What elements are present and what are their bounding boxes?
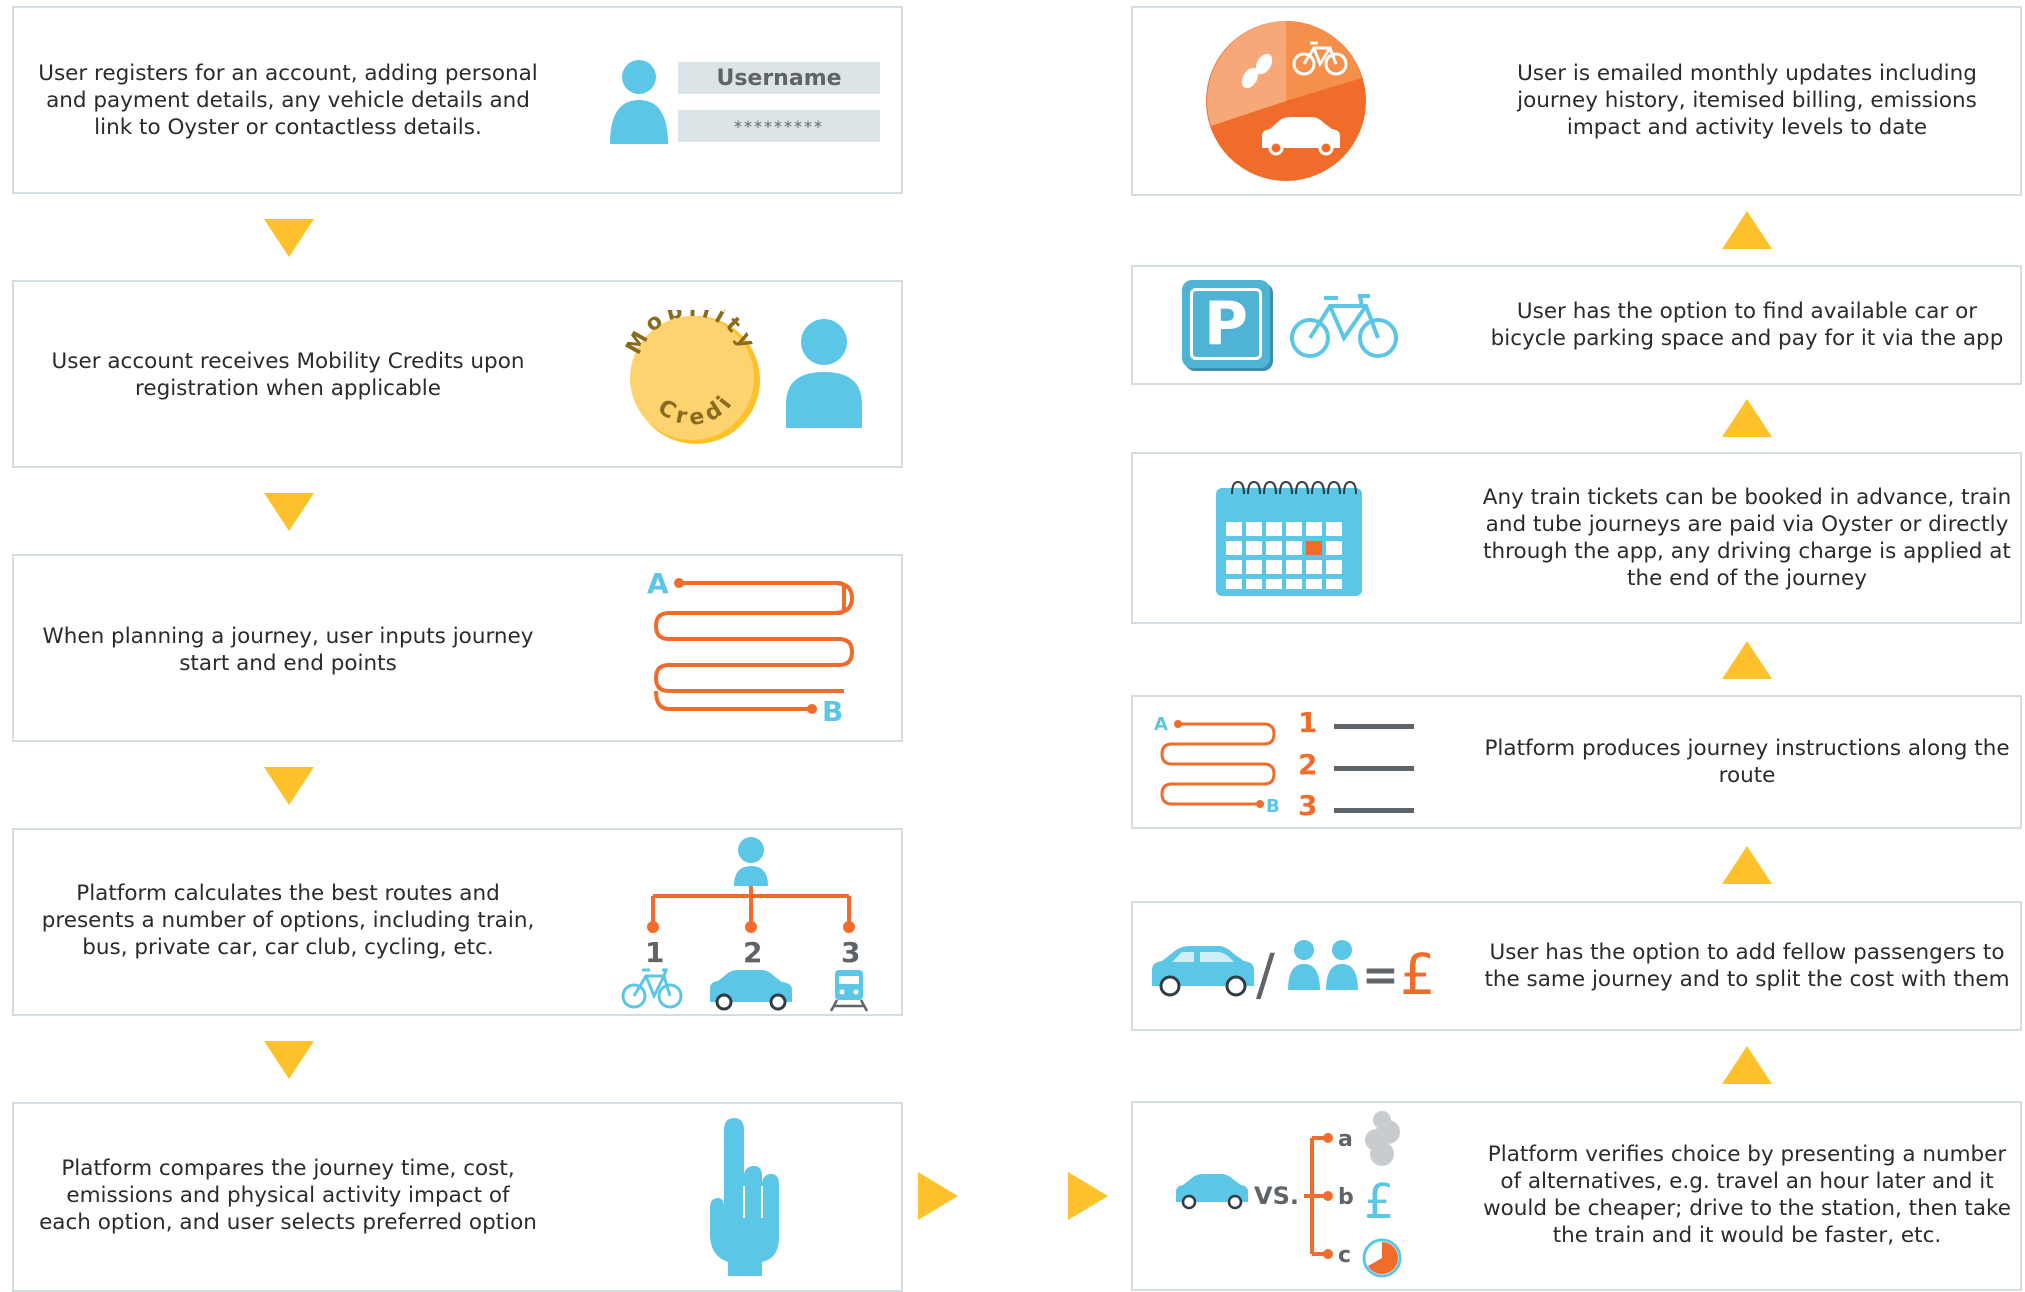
step-monthly-updates-text: User is emailed monthly updates includin… bbox=[1517, 60, 1977, 140]
route-options-tree-icon: 1 2 3 bbox=[618, 836, 869, 1016]
instruction-number: 2 bbox=[1298, 748, 1317, 781]
car-icon bbox=[1152, 946, 1254, 997]
parking-sign-icon: P bbox=[1182, 280, 1270, 368]
password-field: ********* bbox=[678, 110, 880, 142]
arrow-right-icon bbox=[918, 1172, 958, 1220]
arrow-down-icon bbox=[264, 219, 314, 257]
bicycle-icon bbox=[1290, 288, 1400, 364]
step-split-cost-card bbox=[1131, 901, 2022, 1031]
point-a-label: A bbox=[1154, 714, 1168, 735]
step-tickets-text: Any train tickets can be booked in advan… bbox=[1482, 485, 2012, 591]
username-label: Username bbox=[716, 65, 842, 91]
clock-icon bbox=[1362, 1238, 1402, 1278]
step-mobility-credits-text: User account receives Mobility Credits u… bbox=[51, 349, 525, 401]
arrow-down-icon bbox=[264, 493, 314, 531]
arrow-up-icon bbox=[1722, 846, 1772, 884]
emissions-smoke-icon bbox=[1365, 1111, 1400, 1166]
parking-letter: P bbox=[1204, 289, 1248, 359]
step-plan-journey-text: When planning a journey, user inputs jou… bbox=[42, 624, 534, 676]
arrow-up-icon bbox=[1722, 399, 1772, 437]
password-mask: ********* bbox=[734, 116, 824, 136]
arrow-up-icon bbox=[1722, 641, 1772, 679]
train-icon bbox=[829, 970, 869, 1012]
alternative-label: b bbox=[1338, 1185, 1354, 1210]
step-verify-choice-text: Platform verifies choice by presenting a… bbox=[1483, 1142, 2011, 1248]
arrow-up-icon bbox=[1722, 1046, 1772, 1084]
step-registration-text: User registers for an account, adding pe… bbox=[38, 60, 538, 140]
split-cost-equation-icon: / = £ bbox=[1148, 934, 1468, 1008]
bicycle-icon bbox=[621, 968, 683, 1009]
pound-sign: £ bbox=[1400, 943, 1436, 1004]
step-calculate-routes-text: Platform calculates the best routes and … bbox=[41, 880, 535, 960]
option-number: 1 bbox=[645, 936, 664, 969]
step-verify-choice-card bbox=[1131, 1101, 2022, 1291]
vs-label: VS. bbox=[1254, 1182, 1299, 1210]
pound-sign: £ bbox=[1364, 1174, 1395, 1230]
step-instructions-card bbox=[1131, 695, 2022, 829]
instruction-number: 3 bbox=[1298, 789, 1317, 820]
instruction-list-icon: 1 2 3 bbox=[1298, 702, 1418, 824]
arrow-down-icon bbox=[264, 767, 314, 805]
step-parking-card bbox=[1131, 265, 2022, 385]
bicycle-icon bbox=[1292, 41, 1348, 76]
passengers-icon bbox=[1288, 940, 1358, 990]
alternative-label: a bbox=[1338, 1127, 1353, 1152]
option-number: 3 bbox=[841, 936, 860, 969]
user-avatar-icon bbox=[610, 60, 668, 148]
point-b-label: B bbox=[822, 695, 843, 728]
mobility-credit-coin-icon: Mobility Credit bbox=[610, 291, 772, 452]
user-avatar-icon bbox=[786, 318, 862, 432]
divide-slash: / bbox=[1256, 943, 1275, 1004]
car-icon bbox=[710, 970, 792, 1011]
step-parking-text: User has the option to find available ca… bbox=[1490, 299, 2004, 351]
arrow-down-icon bbox=[264, 1041, 314, 1079]
equals-sign: = bbox=[1362, 950, 1399, 1001]
alternatives-comparison-icon: VS. a b c £ bbox=[1170, 1110, 1410, 1290]
pointing-hand-icon bbox=[704, 1116, 784, 1280]
arrow-right-icon bbox=[1068, 1172, 1108, 1220]
point-b-label: B bbox=[1266, 796, 1280, 817]
car-icon bbox=[1176, 1174, 1248, 1210]
car-icon bbox=[1262, 117, 1340, 156]
route-path-icon: A B bbox=[1152, 710, 1282, 822]
step-split-cost-text: User has the option to add fellow passen… bbox=[1484, 940, 2010, 992]
calendar-icon bbox=[1214, 480, 1364, 600]
arrow-up-icon bbox=[1722, 211, 1772, 249]
instruction-number: 1 bbox=[1298, 706, 1317, 739]
step-instructions-text: Platform produces journey instructions a… bbox=[1484, 736, 2010, 788]
option-number: 2 bbox=[743, 936, 762, 969]
step-compare-options-text: Platform compares the journey time, cost… bbox=[39, 1155, 537, 1235]
step-registration-card bbox=[12, 6, 903, 194]
point-a-label: A bbox=[647, 567, 669, 600]
username-field: Username bbox=[678, 62, 880, 94]
alternative-label: c bbox=[1338, 1243, 1351, 1268]
route-path-icon: A B bbox=[644, 566, 855, 736]
activity-pie-chart-icon bbox=[1206, 20, 1366, 186]
footsteps-icon bbox=[1241, 53, 1273, 89]
